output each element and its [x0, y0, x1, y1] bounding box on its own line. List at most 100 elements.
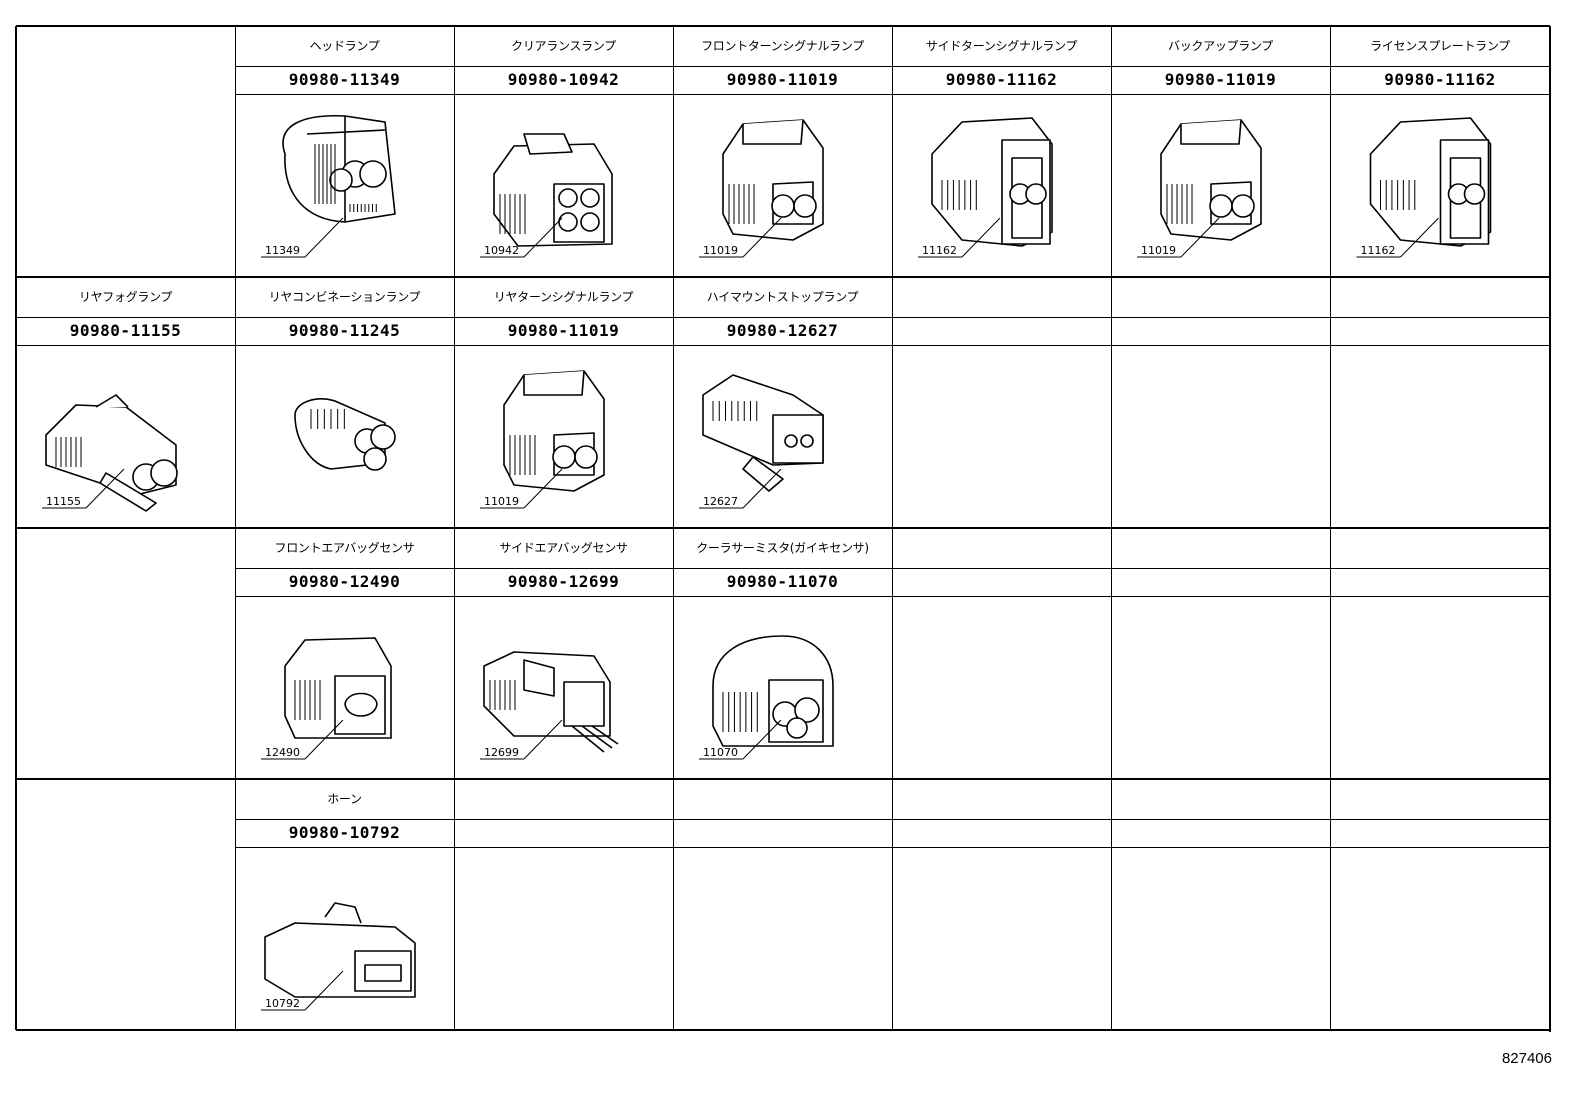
grid-line	[16, 778, 1550, 780]
connector-illustration: 11155	[16, 345, 235, 528]
part-number: 90980-11162	[1384, 70, 1496, 89]
connector-name	[1330, 779, 1550, 819]
connector-name	[1330, 528, 1550, 568]
connector-illustration: 10942	[454, 94, 673, 277]
connector-name: リヤターンシグナルランプ	[493, 290, 634, 304]
connector-illustration	[892, 847, 1111, 1030]
connector-name: サイドターンシグナルランプ	[925, 39, 1078, 53]
part-number: 90980-11019	[726, 70, 839, 89]
connector-illustration: 11019	[1111, 94, 1330, 277]
connector-drawing: 10792	[261, 902, 416, 1011]
connector-name	[1330, 277, 1550, 317]
connector-drawing: 10942	[480, 133, 613, 258]
grid-line	[235, 26, 236, 1030]
part-number	[673, 819, 892, 847]
part-number	[1330, 819, 1550, 847]
connector-drawing: 11162	[1356, 117, 1492, 258]
category-label	[16, 779, 235, 1030]
connector-name: クーラサーミスタ(ガイキセンサ)	[696, 541, 869, 555]
callout-label: 11019	[484, 495, 519, 508]
connector-illustration	[235, 345, 454, 528]
connector-name: フロントターンシグナルランプ	[701, 39, 864, 53]
connector-name: サイドエアバッグセンサ	[499, 541, 628, 555]
connector-name: ホーン	[327, 792, 362, 806]
connector-drawing: 12699	[480, 651, 619, 760]
part-number: 90980-11155	[69, 321, 182, 340]
part-number	[1111, 317, 1330, 345]
grid-line	[16, 25, 1550, 27]
connector-drawing: 11070	[699, 635, 834, 760]
connector-name: ハイマウントストップランプ	[706, 290, 859, 304]
category-label	[16, 26, 235, 277]
connector-illustration	[1330, 847, 1550, 1030]
connector-name	[454, 779, 673, 819]
connector-drawing: 11155	[42, 394, 178, 512]
category-label	[16, 528, 235, 779]
connector-name: ライセンスプレートランプ	[1370, 39, 1510, 53]
connector-illustration: 11162	[1330, 94, 1550, 277]
callout-label: 12490	[265, 746, 300, 759]
grid-line	[1111, 26, 1112, 1030]
connector-illustration: 12490	[235, 596, 454, 779]
part-number: 90980-11162	[945, 70, 1058, 89]
connector-name	[892, 528, 1111, 568]
connector-name: バックアップランプ	[1168, 39, 1273, 53]
connector-illustration	[892, 345, 1111, 528]
connector-name	[1111, 277, 1330, 317]
part-number: 90980-11019	[507, 321, 620, 340]
callout-label: 10942	[484, 244, 519, 257]
figure-code: 827406	[1501, 1050, 1552, 1067]
connector-name	[1111, 779, 1330, 819]
grid-line	[16, 276, 1550, 278]
callout-label: 12627	[703, 495, 738, 508]
connector-illustration	[1330, 345, 1550, 528]
connector-name	[673, 779, 892, 819]
part-number: 90980-12627	[726, 321, 839, 340]
connector-illustration: 12627	[673, 345, 892, 528]
connector-drawing	[294, 398, 396, 471]
connector-illustration: 11349	[235, 94, 454, 277]
connector-name	[892, 779, 1111, 819]
connector-illustration: 10792	[235, 847, 454, 1030]
part-number	[1111, 568, 1330, 596]
grid-line	[16, 345, 1550, 346]
grid-line	[16, 1029, 1550, 1031]
grid-line	[454, 26, 455, 1030]
grid-line	[1330, 26, 1331, 1030]
part-number	[892, 317, 1111, 345]
part-number: 90980-12699	[507, 572, 620, 591]
callout-label: 11162	[1361, 244, 1396, 257]
connector-illustration	[1111, 847, 1330, 1030]
connector-illustration: 11070	[673, 596, 892, 779]
connector-illustration: 11019	[454, 345, 673, 528]
connector-drawing: 11019	[1137, 119, 1262, 258]
connector-illustration: 11162	[892, 94, 1111, 277]
connector-name: リヤコンビネーションランプ	[268, 290, 421, 304]
part-number	[1330, 568, 1550, 596]
callout-label: 12699	[484, 746, 519, 759]
callout-label: 11070	[703, 746, 738, 759]
connector-illustration: 12699	[454, 596, 673, 779]
grid-line	[1549, 26, 1551, 1032]
part-number	[892, 568, 1111, 596]
grid-line	[16, 317, 1550, 318]
connector-name	[1111, 528, 1330, 568]
connector-name: クリアランスランプ	[511, 39, 616, 53]
connector-name: リヤフォグランプ	[78, 290, 173, 304]
connector-drawing: 12490	[261, 637, 392, 760]
part-number	[1111, 819, 1330, 847]
part-number: 90980-12490	[288, 572, 401, 591]
connector-illustration	[1330, 596, 1550, 779]
callout-label: 11162	[922, 244, 957, 257]
connector-illustration	[892, 596, 1111, 779]
part-number: 90980-11019	[1164, 70, 1277, 89]
connector-illustration	[454, 847, 673, 1030]
part-number: 90980-11349	[288, 70, 401, 89]
connector-drawing: 11019	[699, 119, 824, 258]
callout-label: 11019	[1141, 244, 1176, 257]
callout-label: 11019	[703, 244, 738, 257]
part-number	[892, 819, 1111, 847]
part-number	[454, 819, 673, 847]
connector-drawing: 11162	[918, 117, 1053, 258]
part-number: 90980-11245	[288, 321, 401, 340]
